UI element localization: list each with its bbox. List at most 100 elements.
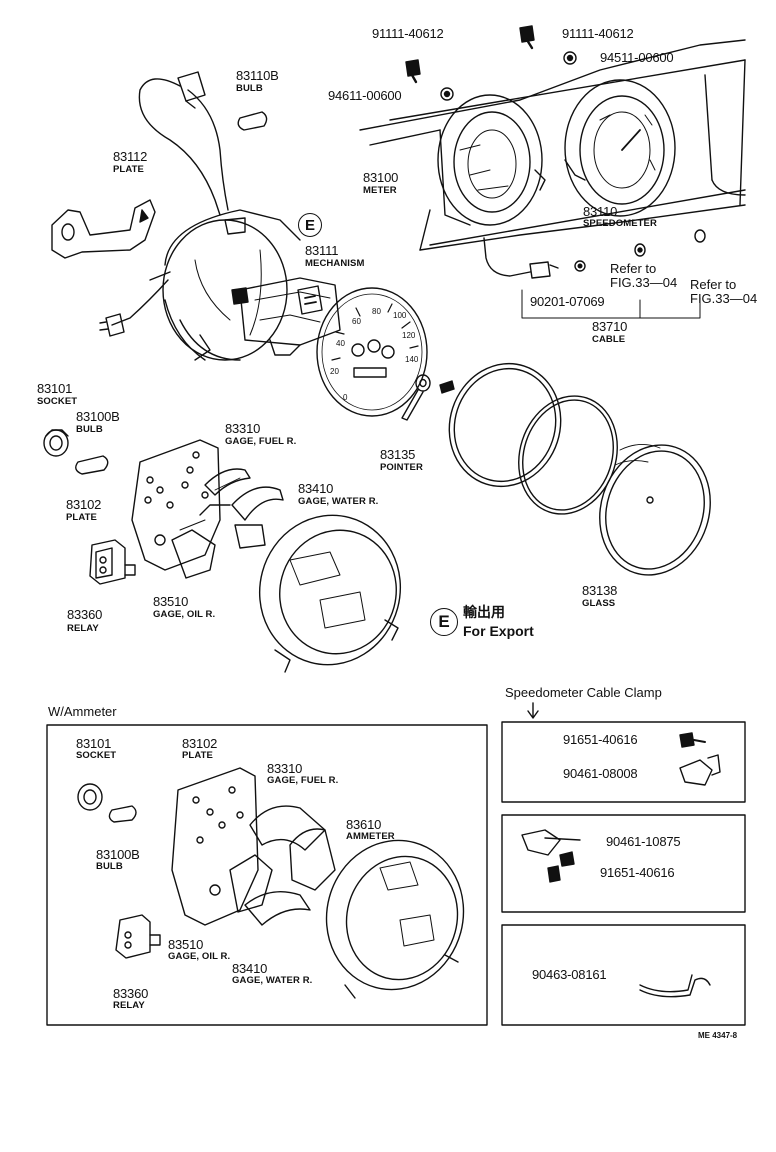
dashboard-panel <box>359 39 746 251</box>
amm-gage-oil-name: GAGE, OIL R. <box>168 951 231 962</box>
plate-83102 <box>131 439 221 571</box>
label-bolt-1: 91111-40612 <box>372 26 444 41</box>
amm-relay <box>115 914 161 959</box>
label-gage-oil-pn: 83510 <box>153 594 189 609</box>
label-meter-pn: 83100 <box>363 170 399 185</box>
label-cable-pn: 83710 <box>592 319 628 334</box>
clamp2-part-1: 90461-10875 <box>606 834 681 849</box>
label-refer-2a: Refer to <box>690 277 737 292</box>
amm-gage-fuel-pn: 83310 <box>267 761 303 776</box>
label-refer-1a: Refer to <box>610 261 657 276</box>
dial-number: 20 <box>330 367 339 376</box>
export-legend-jp: 輸出用 <box>463 604 505 620</box>
clamp2-part-2: 91651-40616 <box>600 865 675 880</box>
label-bulb-pn: 83100B <box>76 409 120 424</box>
clamp-arrow <box>527 702 539 719</box>
dial-number: 0 <box>343 393 348 402</box>
label-cable-name: CABLE <box>592 334 626 345</box>
amm-relay-pn: 83360 <box>113 986 149 1001</box>
label-plate-name: PLATE <box>66 512 97 523</box>
top-bolts <box>405 25 577 101</box>
label-cable-part: 90201-07069 <box>530 294 605 309</box>
clamp1-parts <box>679 732 721 786</box>
pointer-83135 <box>401 374 431 421</box>
amm-bulb <box>108 805 137 823</box>
label-bulb-top-name: BULB <box>236 83 263 94</box>
amm-socket <box>77 783 103 811</box>
label-speedometer-pn: 83110 <box>583 204 618 219</box>
label-meter-name: METER <box>363 185 397 196</box>
meter-housing <box>437 94 546 226</box>
label-gage-water-pn: 83410 <box>298 481 334 496</box>
amm-gage-fuel <box>249 805 326 851</box>
amm-bulb-name: BULB <box>96 861 123 872</box>
dial-number: 120 <box>402 331 416 340</box>
export-mark-legend: E <box>430 608 458 636</box>
clamp1-part-1: 91651-40616 <box>563 732 638 747</box>
amm-bulb-pn: 83100B <box>96 847 140 862</box>
bezel-rings <box>448 362 618 515</box>
amm-plate-pn: 83102 <box>182 736 218 751</box>
meter-case <box>149 209 301 361</box>
label-bulb-name: BULB <box>76 424 103 435</box>
socket-83101 <box>43 429 69 457</box>
label-pointer-pn: 83135 <box>380 447 416 462</box>
clamp3-parts <box>639 974 711 998</box>
label-refer-2b: FIG.33—04 <box>690 291 758 306</box>
clamp2-parts <box>521 829 581 883</box>
clamp-box-1 <box>501 721 746 803</box>
speedometer-dial <box>316 287 428 417</box>
label-gage-oil-name: GAGE, OIL R. <box>153 609 216 620</box>
label-plate-top-pn: 83112 <box>113 149 148 164</box>
label-pointer-name: POINTER <box>380 462 423 473</box>
clamp-box-3 <box>501 924 746 1026</box>
amm-gage-oil-pn: 83510 <box>168 937 204 952</box>
clamp-title: Speedometer Cable Clamp <box>505 685 662 700</box>
amm-gage-fuel-name: GAGE, FUEL R. <box>267 775 339 786</box>
amm-ammeter-name: AMMETER <box>346 831 395 842</box>
amm-socket-pn: 83101 <box>76 736 112 751</box>
label-socket-pn: 83101 <box>37 381 73 396</box>
label-glass-name: GLASS <box>582 598 616 609</box>
amm-plate <box>171 767 259 926</box>
speedometer-cable <box>483 229 706 319</box>
amm-relay-name: RELAY <box>113 1000 145 1011</box>
rear-case <box>258 514 402 673</box>
clamp-box-2 <box>501 814 746 913</box>
amm-gage-water-pn: 83410 <box>232 961 268 976</box>
glass-83138 <box>599 444 711 576</box>
dial-number: 40 <box>336 339 345 348</box>
label-relay-pn: 83360 <box>67 607 103 622</box>
amm-gage-oil <box>229 854 273 913</box>
label-washer-1: 94611-00600 <box>328 88 402 103</box>
ammeter-box-title: W/Ammeter <box>48 704 117 719</box>
relay-83360 <box>89 539 136 585</box>
amm-rear-case <box>325 839 465 999</box>
plate-83112 <box>51 199 156 259</box>
label-washer-2: 94511-00600 <box>600 50 674 65</box>
figure-code: ME 4347-8 <box>698 1031 738 1040</box>
amm-socket-name: SOCKET <box>76 750 117 761</box>
wiring-harness <box>99 71 229 361</box>
amm-gage-water <box>244 891 311 926</box>
label-bulb-top-pn: 83110B <box>236 68 279 83</box>
label-speedometer-name: SPEEDOMETER <box>583 218 657 229</box>
dial-number: 140 <box>405 355 419 364</box>
dial-number: 100 <box>393 311 407 320</box>
bulb-83100b <box>75 455 109 475</box>
gage-fuel-83310 <box>199 468 251 516</box>
label-plate-top-name: PLATE <box>113 164 144 175</box>
label-glass-pn: 83138 <box>582 583 618 598</box>
ammeter-box-frame <box>46 724 488 1026</box>
export-legend-en: For Export <box>463 623 534 639</box>
amm-plate-name: PLATE <box>182 750 213 761</box>
dial-number: 60 <box>352 317 361 326</box>
bulb-83110b <box>237 111 268 131</box>
amm-ammeter-pn: 83610 <box>346 817 382 832</box>
gage-oil-83510 <box>171 519 216 579</box>
mechanism-83111 <box>231 277 341 356</box>
clamp3-part-1: 90463-08161 <box>532 967 607 982</box>
label-mechanism-name: MECHANISM <box>305 258 365 269</box>
clamp1-part-2: 90461-08008 <box>563 766 638 781</box>
